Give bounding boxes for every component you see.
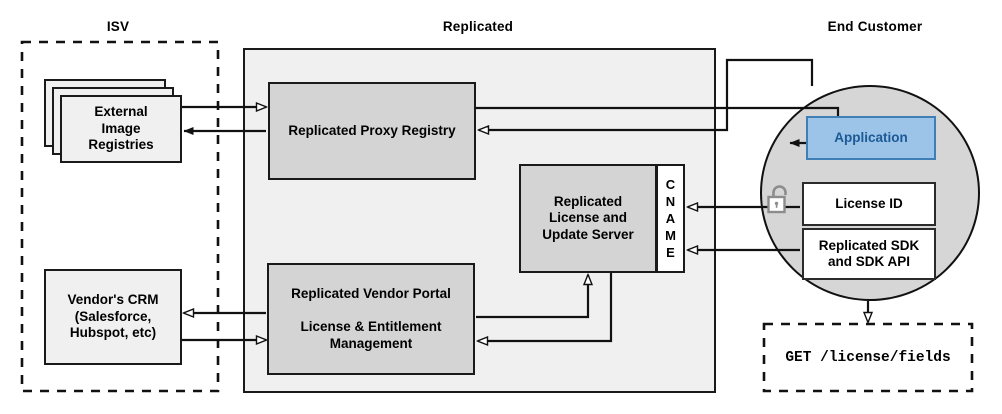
replicated-sdk-line2: and SDK API	[827, 254, 910, 269]
replicated-sdk[interactable]: Replicated SDK and SDK API	[802, 228, 936, 280]
application-label: Application	[834, 129, 908, 145]
vendor-portal-subtitle-line2: Management	[329, 335, 413, 351]
cname-strip[interactable]: C N A M E	[656, 164, 685, 273]
cname-letter-c: C	[665, 176, 676, 192]
edge-application-to-proxy	[479, 58, 814, 130]
external-image-registries-line2: Image	[101, 120, 141, 136]
cname-letter-a: A	[665, 210, 676, 226]
application[interactable]: Application	[806, 116, 936, 160]
replicated-vendor-portal[interactable]: Replicated Vendor Portal License & Entit…	[267, 263, 475, 375]
vendors-crm[interactable]: Vendor's CRM (Salesforce, Hubspot, etc)	[44, 269, 182, 365]
vendors-crm-line2: (Salesforce,	[74, 308, 152, 324]
cname-letter-m: M	[665, 228, 676, 244]
api-request-label: GET /license/fields	[785, 349, 951, 366]
external-image-registries[interactable]: External Image Registries	[60, 95, 182, 163]
license-server-line2: License and	[548, 210, 627, 226]
license-id-label: License ID	[835, 195, 903, 211]
replicated-sdk-line1: Replicated SDK	[818, 237, 920, 253]
zone-label-isv: ISV	[106, 19, 130, 34]
cname-letter-e: E	[666, 245, 675, 261]
unlocked-padlock-icon	[764, 183, 794, 217]
vendors-crm-line1: Vendor's CRM	[67, 292, 159, 308]
replicated-license-update-server[interactable]: Replicated License and Update Server	[519, 164, 657, 273]
vendor-portal-title: Replicated Vendor Portal	[291, 285, 451, 301]
vendors-crm-line3: Hubspot, etc)	[69, 325, 157, 341]
vendor-portal-subtitle-line1: License & Entitlement	[300, 319, 442, 335]
zone-label-replicated: Replicated	[442, 19, 514, 34]
edge-license-server-to-portal	[478, 273, 613, 341]
zone-label-end-customer: End Customer	[827, 19, 923, 34]
replicated-proxy-registry-label: Replicated Proxy Registry	[288, 122, 456, 138]
edge-portal-to-license-server	[476, 275, 588, 319]
license-server-line1: Replicated	[553, 193, 623, 209]
external-image-registries-line3: Registries	[88, 137, 154, 153]
replicated-proxy-registry[interactable]: Replicated Proxy Registry	[268, 82, 476, 180]
external-image-registries-line1: External	[94, 104, 148, 120]
api-request[interactable]: GET /license/fields	[766, 326, 970, 389]
license-id[interactable]: License ID	[802, 182, 936, 226]
cname-letter-n: N	[665, 193, 676, 209]
license-server-line3: Update Server	[542, 226, 634, 242]
